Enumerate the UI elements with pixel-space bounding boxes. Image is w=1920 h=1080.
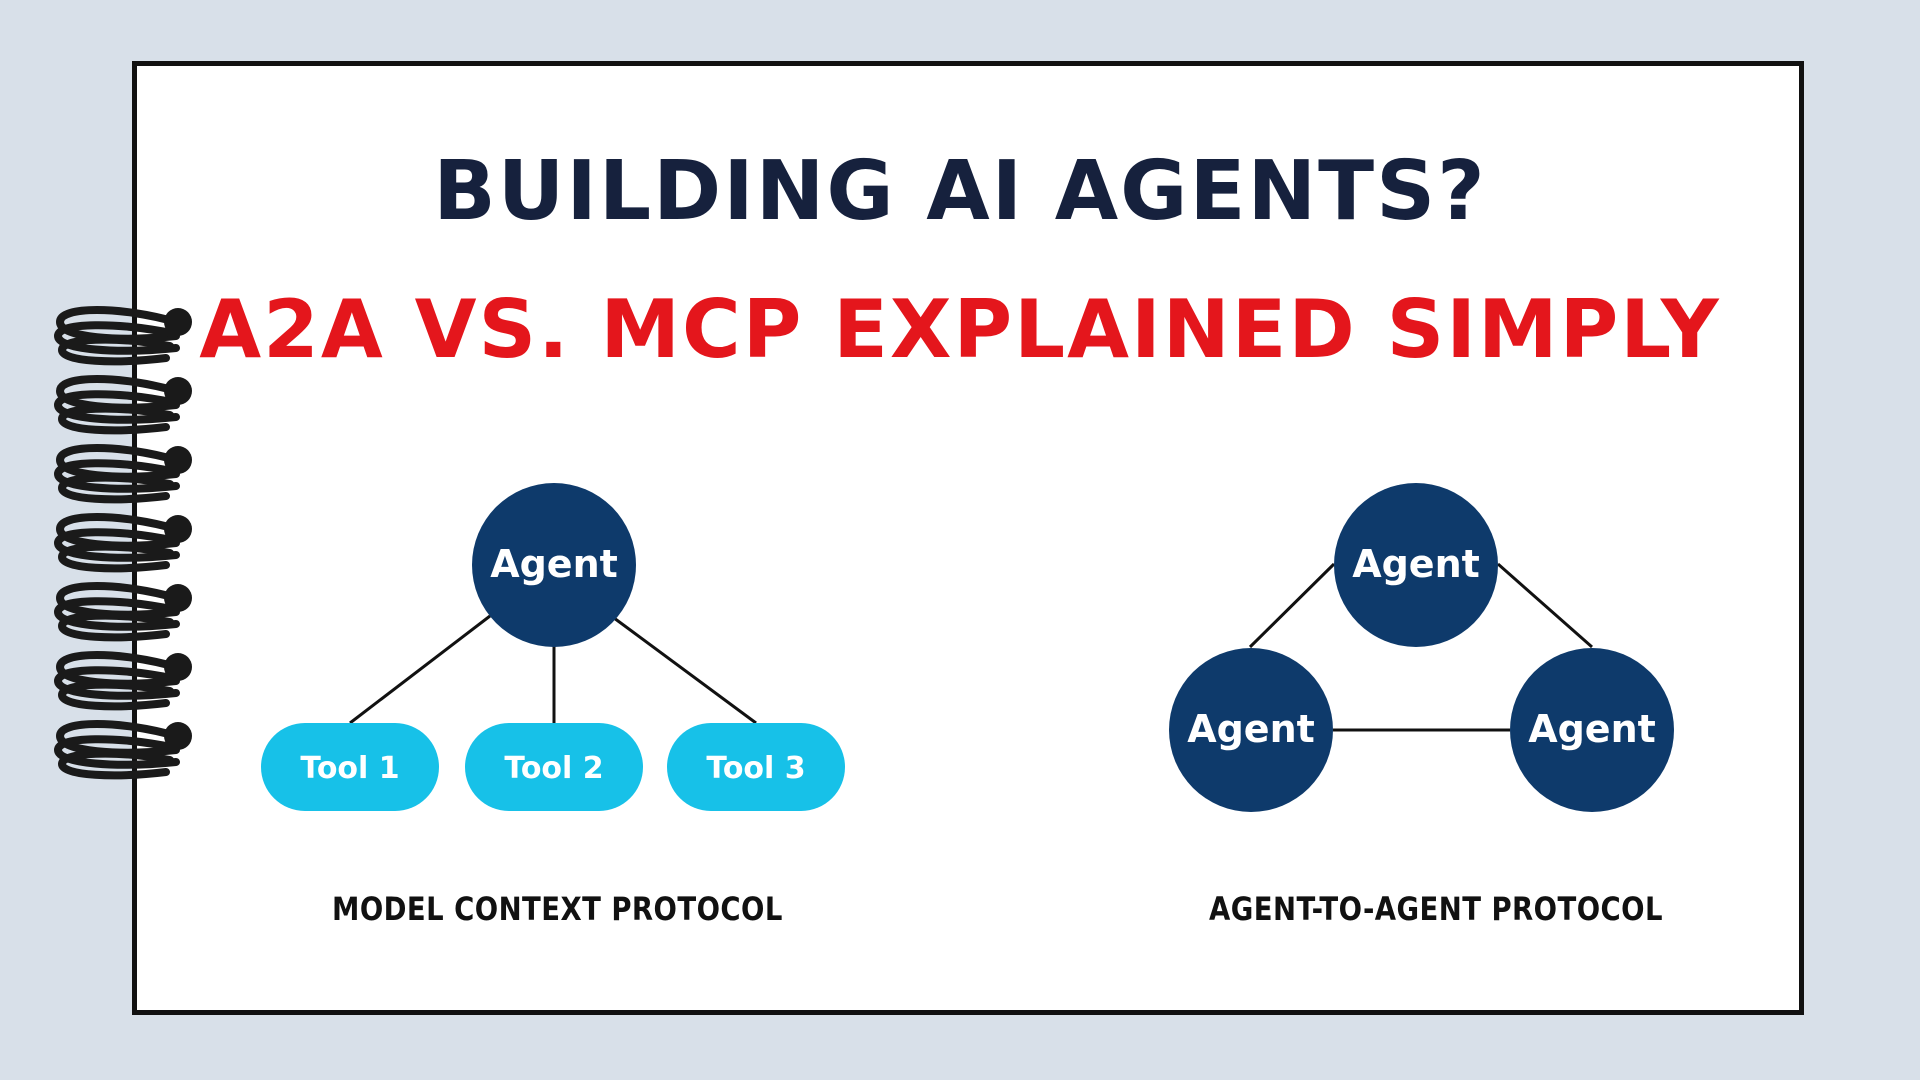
spiral-ring (53, 306, 180, 366)
tool-node (465, 723, 643, 811)
a2a-agent-node (1510, 648, 1674, 812)
tool-node (667, 723, 845, 811)
a2a-diagram: Agent Agent Agent (1169, 483, 1674, 812)
mcp-connector (613, 616, 757, 725)
tool-label: Tool 1 (300, 751, 399, 786)
a2a-agent-node (1334, 483, 1498, 647)
binding-hole (164, 377, 192, 405)
binding-hole (164, 653, 192, 681)
spiral-binding (53, 306, 192, 780)
binding-hole (164, 308, 192, 336)
mcp-agent-label: Agent (490, 542, 618, 586)
binding-hole (164, 722, 192, 750)
tool-node (261, 723, 439, 811)
mcp-agent-node (472, 483, 636, 647)
page-title: BUILDING AI AGENTS? (433, 144, 1487, 239)
spiral-ring (53, 444, 180, 504)
spiral-ring (53, 651, 180, 711)
spiral-ring (53, 582, 180, 642)
spiral-ring (53, 720, 180, 780)
spiral-ring (53, 375, 180, 435)
a2a-agent-label: Agent (1528, 707, 1656, 751)
a2a-agent-node (1169, 648, 1333, 812)
mcp-caption: MODEL CONTEXT PROTOCOL (332, 890, 783, 928)
a2a-caption: AGENT-TO-AGENT PROTOCOL (1209, 890, 1663, 928)
tool-label: Tool 3 (706, 751, 805, 786)
mcp-connector (349, 614, 491, 725)
binding-hole (164, 446, 192, 474)
spiral-ring (53, 513, 180, 573)
binding-hole (164, 584, 192, 612)
a2a-connector (1497, 562, 1593, 649)
a2a-agent-label: Agent (1187, 707, 1315, 751)
mcp-diagram: Agent Tool 1 Tool 2 Tool 3 (261, 483, 845, 811)
tool-label: Tool 2 (504, 751, 603, 786)
page-subtitle: A2A VS. MCP EXPLAINED SIMPLY (199, 283, 1721, 376)
binding-hole (164, 515, 192, 543)
notebook-page (132, 61, 1804, 1015)
a2a-agent-label: Agent (1352, 542, 1480, 586)
a2a-connector (1248, 562, 1336, 649)
